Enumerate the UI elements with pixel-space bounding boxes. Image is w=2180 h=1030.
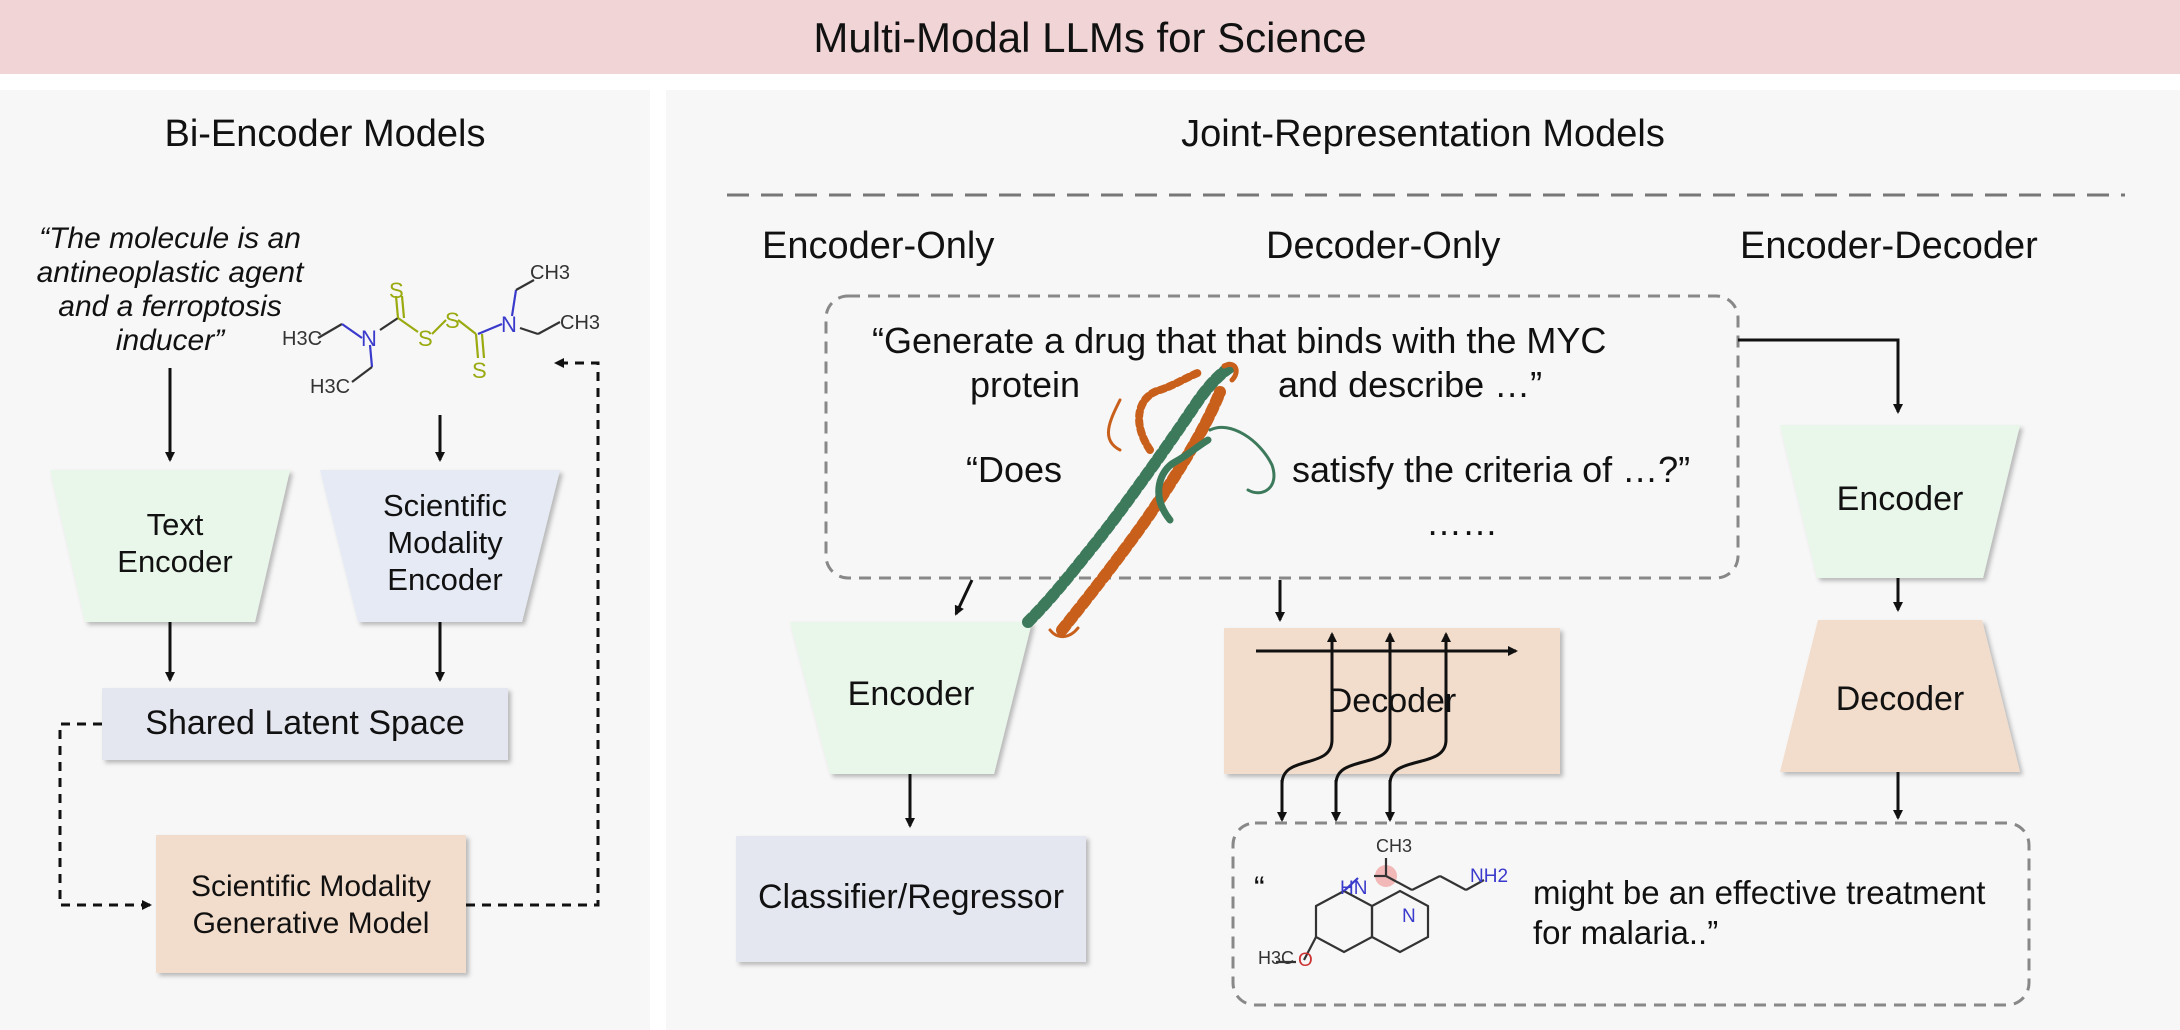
sci-encoder-label-line1: Scientific [382, 488, 508, 523]
latent-space-box [102, 688, 508, 760]
bi-encoder-heading: Bi-Encoder Models [164, 113, 486, 155]
generative-model-label-line1: Scientific Modality [190, 870, 432, 903]
classifier-label: Classifier/Regressor [757, 878, 1065, 916]
example-caption-quote: “The molecule is an antineoplastic agent… [20, 222, 320, 358]
prompt-line-1: “Generate a drug that that binds with th… [872, 320, 1607, 361]
molecule-disulfiram [317, 279, 561, 383]
quote-line-2: antineoplastic agent [36, 256, 304, 289]
decoder-only-label: Decoder [1327, 682, 1457, 720]
atom-label-ch3-right: CH3 [560, 312, 601, 334]
sci-encoder-label: Scientific Modality Encoder [340, 487, 550, 598]
output-line-2: for malaria..” [1533, 914, 1719, 951]
atom-label-ch3-top: CH3 [530, 262, 571, 284]
decoder-right-label: Decoder [1835, 680, 1965, 718]
prompt-line-2b: and describe …” [1278, 364, 1543, 405]
joint-representation-heading: Joint-Representation Models [1181, 113, 1665, 155]
atom-label-s1: S [389, 278, 404, 303]
classifier-box [736, 836, 1086, 962]
encoder-only-label: Encoder [847, 675, 975, 713]
mol2-hn-label: HN [1340, 878, 1368, 899]
atom-label-n1: N [361, 326, 377, 351]
atom-label-n2: N [501, 312, 517, 337]
encoder-only-shape [790, 622, 1032, 774]
molecule-primaquine [1276, 858, 1485, 964]
sci-encoder-label-line2: Modality [387, 525, 503, 560]
protein-structure-icon [1022, 360, 1276, 638]
prompt-box [824, 294, 1740, 580]
quote-line-1: “The molecule is an [39, 222, 301, 255]
decoder-only-heading: Decoder-Only [1266, 225, 1501, 267]
latent-space-label: Shared Latent Space [145, 704, 465, 742]
dashed-arrow-generative-to-molecule [466, 358, 600, 907]
prompt-line-3b: satisfy the criteria of …?” [1292, 449, 1691, 490]
dashed-arrow-latent-to-generative [58, 722, 152, 910]
generative-model-label-line2: Generative Model [192, 907, 430, 940]
output-line-1: might be an effective treatment [1533, 874, 1986, 911]
output-open-quote: “ [1254, 870, 1265, 906]
decoder-shape-right [1780, 620, 2020, 772]
prompt-line-2a: protein [970, 364, 1081, 405]
atom-label-h3c-left: H3C [282, 328, 323, 350]
arrow-prompt-to-encoder [954, 579, 974, 616]
page-title: Multi-Modal LLMs for Science [813, 14, 1367, 61]
encoder-right-label: Encoder [1836, 480, 1964, 518]
atom-label-s3: S [445, 308, 460, 333]
prompt-ellipsis: …… [1426, 502, 1498, 543]
generative-model-box [156, 835, 466, 973]
mol2-h3c-label: H3C [1258, 948, 1295, 968]
prompt-line-3a: “Does [966, 449, 1063, 490]
encoder-only-heading: Encoder-Only [762, 225, 995, 267]
sci-encoder-shape [320, 470, 560, 622]
atom-label-h3c-bottom: H3C [310, 376, 351, 398]
mol2-o-label: O [1298, 950, 1313, 971]
mol2-n-label: N [1402, 906, 1416, 927]
sci-encoder-label-line3: Encoder [387, 562, 503, 597]
decoder-autoregressive-arrows [1277, 632, 1451, 822]
generative-model-label: Scientific Modality Generative Model [156, 868, 466, 942]
text-encoder-label-line1: Text [146, 507, 204, 542]
quote-line-4: inducer” [115, 324, 225, 357]
arrow-prompt-to-encoder-decoder [1738, 338, 1903, 414]
mol2-nh2-label: NH2 [1470, 866, 1509, 887]
title-band [0, 0, 2180, 74]
text-encoder-shape [50, 470, 290, 622]
quote-line-3: and a ferroptosis [58, 290, 282, 323]
atom-label-s4: S [472, 358, 487, 383]
encoder-shape-right [1780, 425, 2020, 578]
atom-label-s2: S [418, 326, 433, 351]
encoder-decoder-heading: Encoder-Decoder [1740, 225, 2038, 267]
text-encoder-label-line2: Encoder [117, 544, 233, 579]
mol2-ch3-label: CH3 [1376, 836, 1413, 856]
text-encoder-label: Text Encoder [70, 506, 280, 580]
